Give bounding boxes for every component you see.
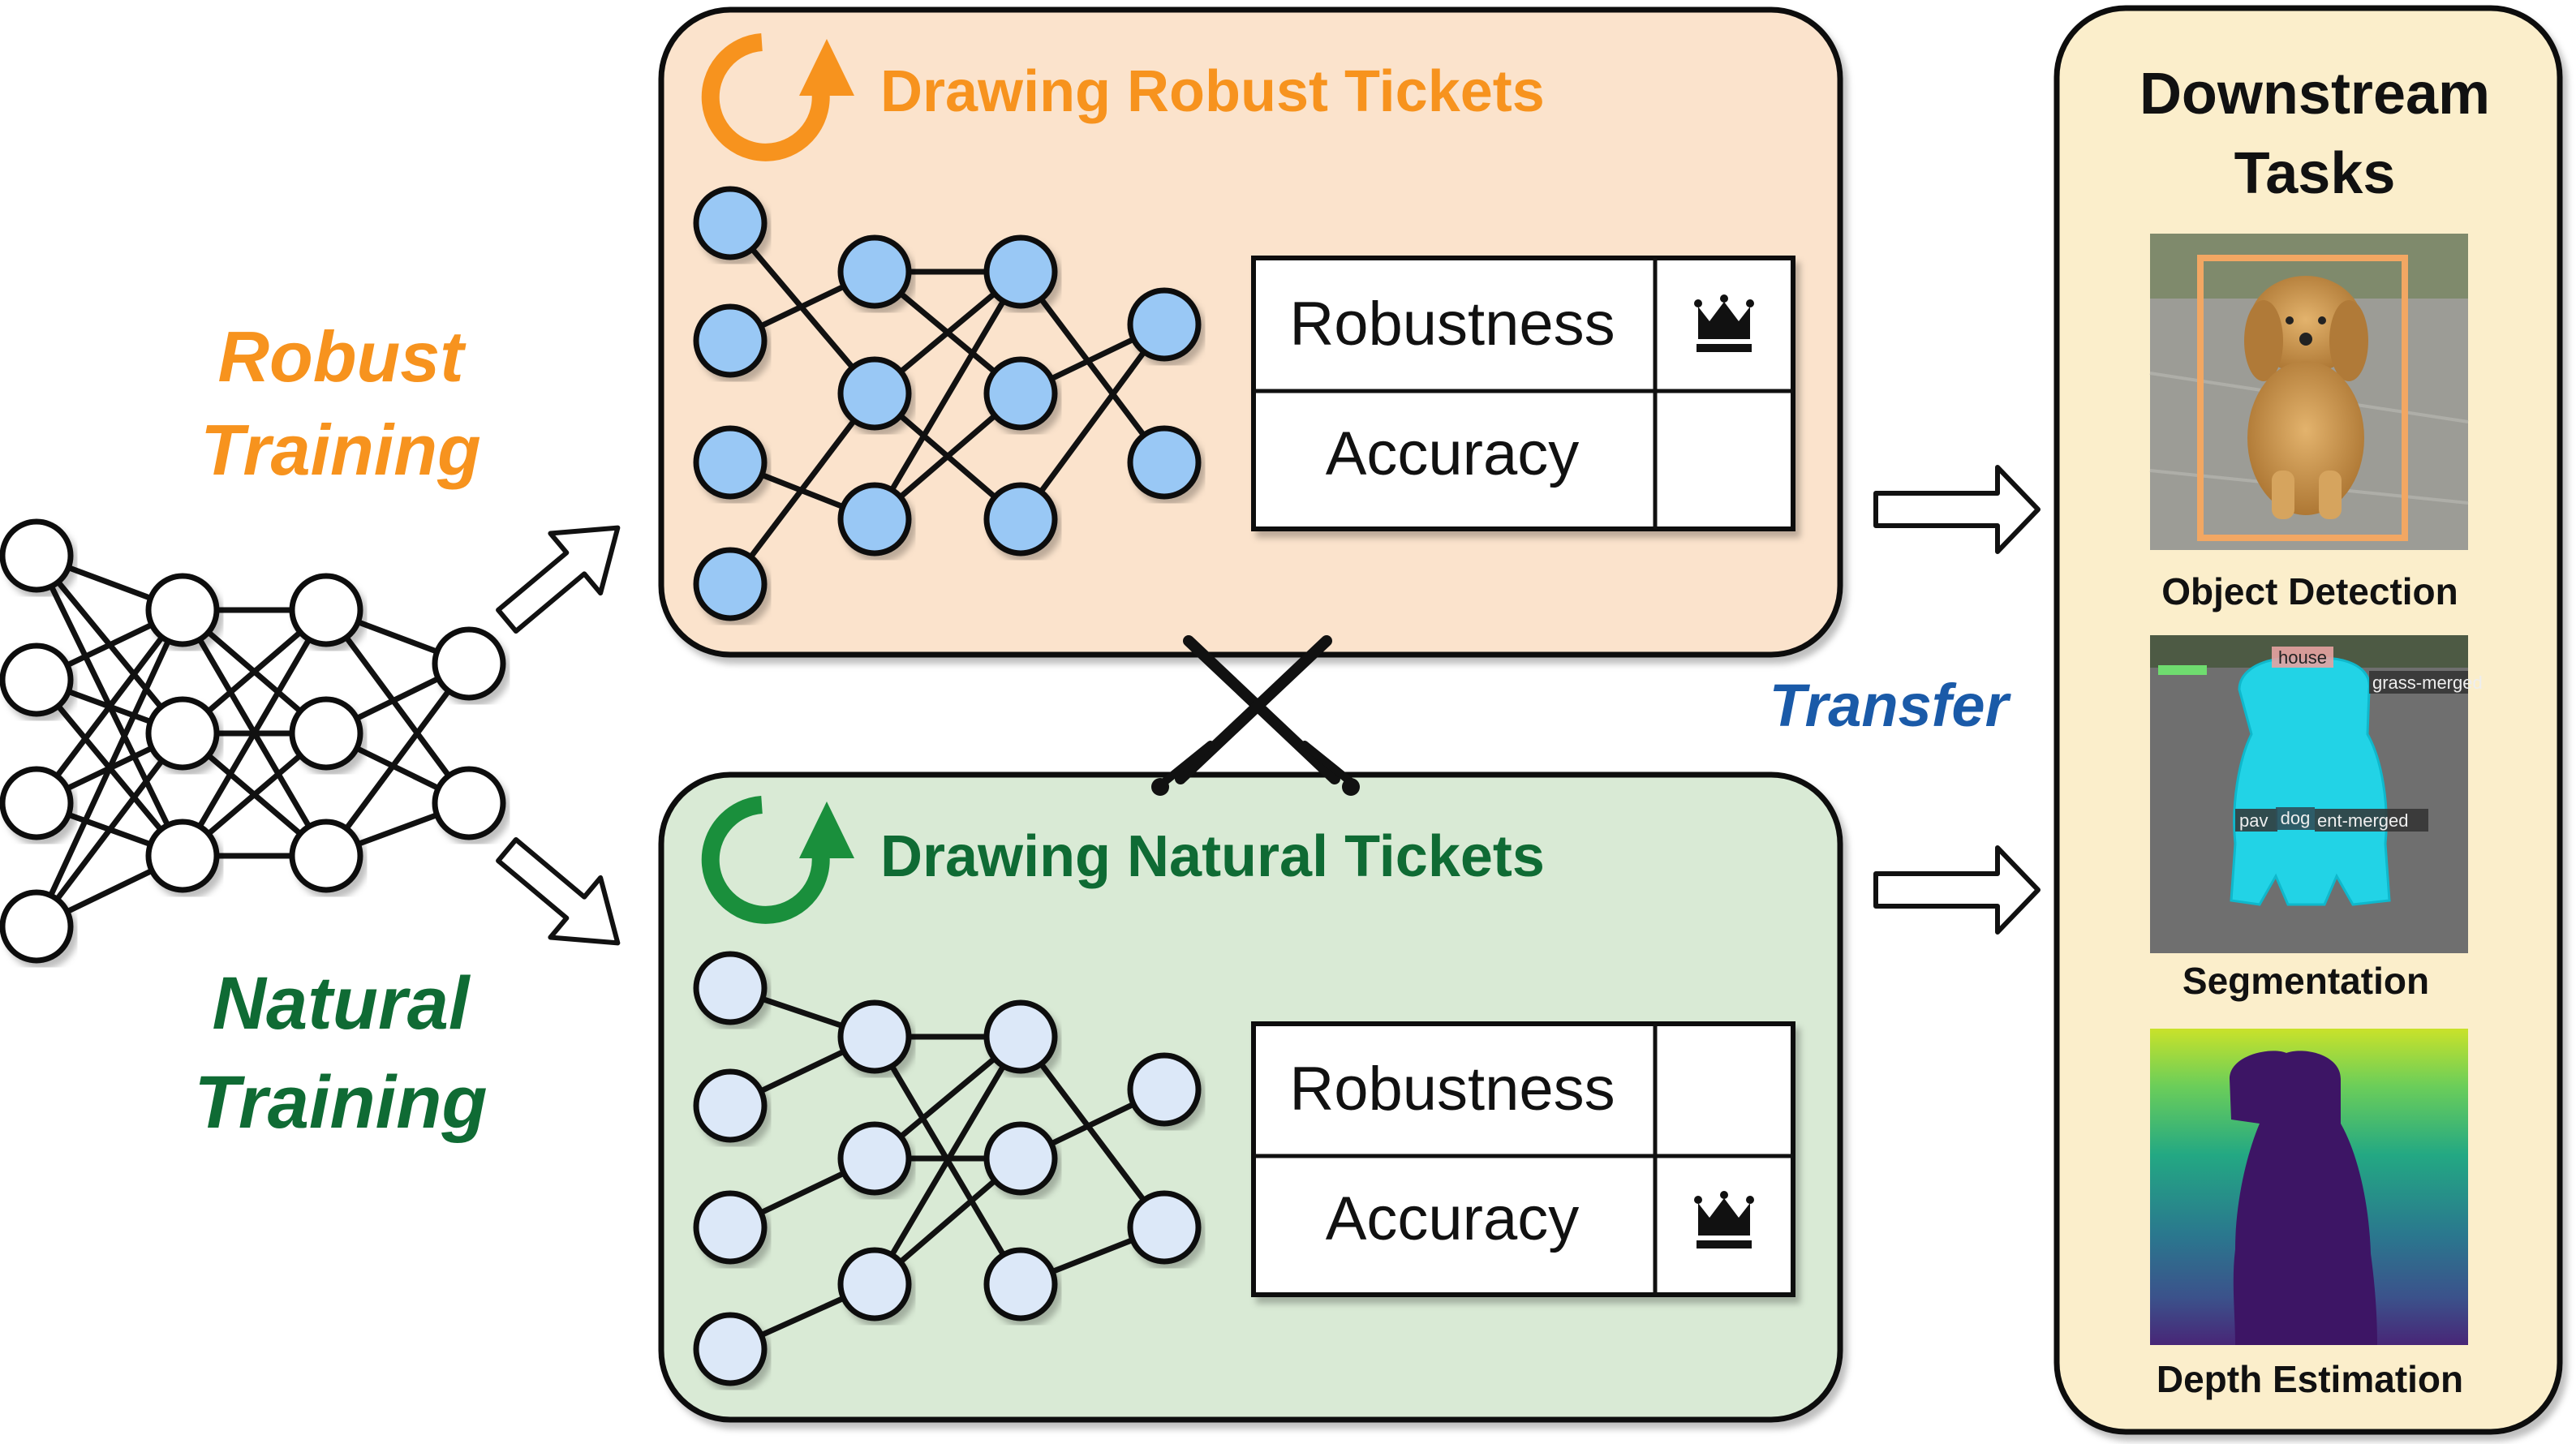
network-node [145,819,220,893]
network-node [432,626,506,701]
depth-estimation-image [2150,1029,2468,1345]
robust-training-label-line2: Training [200,410,481,490]
network-edge [1018,269,1167,465]
network-node [1127,1052,1202,1127]
network-edge [871,270,1024,521]
object-detection-image [2149,234,2469,550]
robust-training-label-line1: Robust [217,316,467,397]
downstream-tasks-panel: Downstream Tasks Object Detection [2053,5,2563,1435]
seg-tag-dog: dog [2281,808,2311,828]
network-node [693,547,768,621]
arrow-to-robust [496,525,621,634]
network-node [289,696,363,771]
circular-arrow-icon [701,796,854,924]
natural-table-row-accuracy: Accuracy [1326,1184,1580,1253]
network-node [1127,287,1202,362]
network-edge [1018,1034,1167,1230]
task-label-segmentation: Segmentation [2183,960,2429,1002]
network-node [983,1247,1058,1322]
seg-tag-ent: ent-merged [2317,810,2409,831]
arrow-to-natural [496,836,621,946]
network-node [837,1247,912,1322]
network-node [145,696,220,771]
network-node [289,819,363,893]
task-label-object-detection: Object Detection [2161,570,2458,612]
network-node [693,1068,768,1143]
natural-training-label-line2: Training [194,1061,487,1144]
network-node [1127,425,1202,500]
network-node [983,482,1058,557]
segmentation-image: house grass-merged pav dog ent-merged [2150,635,2483,953]
crown-icon [1694,294,1754,352]
network-node [693,1312,768,1386]
crown-icon [1694,1191,1754,1248]
seg-tag-pav: pav [2239,810,2268,831]
task-label-depth-estimation: Depth Estimation [2157,1358,2463,1400]
downstream-title-line2: Tasks [2234,141,2396,206]
network-edge [34,731,185,929]
network-node [837,234,912,309]
network-node [145,573,220,647]
network-edge [324,608,471,806]
network-node [1127,1190,1202,1265]
network-edge [324,661,471,858]
seg-tag-house: house [2278,647,2327,668]
network-node [693,951,768,1025]
network-node [0,766,74,840]
network-node [837,482,912,557]
dense-network [0,518,506,964]
transfer-arrow-bottom [1873,845,2041,935]
network-node [289,573,363,647]
network-node [693,186,768,260]
network-node [0,642,74,717]
natural-training-label-line1: Natural [213,962,471,1045]
natural-table-row-robustness: Robustness [1289,1055,1615,1124]
downstream-title-line1: Downstream [2139,62,2490,127]
network-node [693,303,768,378]
circular-arrow-icon [701,33,854,161]
network-edge [1018,322,1167,522]
natural-metric-table: Robustness Accuracy [1251,1021,1795,1297]
network-node [983,1121,1058,1196]
network-node [693,1190,768,1265]
network-edge [34,608,185,806]
network-node [983,356,1058,431]
natural-panel-title: Drawing Natural Tickets [880,824,1545,889]
network-node [837,1121,912,1196]
robust-panel-title: Drawing Robust Tickets [880,59,1545,124]
network-node [0,518,74,593]
transfer-label: Transfer [1770,672,2012,739]
network-node [432,766,506,840]
network-node [837,356,912,431]
robust-metric-table: Robustness Accuracy [1251,256,1795,531]
network-edge [728,391,877,587]
network-node [693,425,768,500]
transfer-arrow-top [1873,465,2041,554]
robust-tickets-panel: Drawing Robust Tickets Robustness Accura… [658,6,1843,658]
network-node [837,999,912,1074]
natural-tickets-panel: Drawing Natural Tickets Robustness Accur… [658,771,1843,1423]
robust-table-row-accuracy: Accuracy [1326,419,1580,488]
robust-sparse-network [693,186,1202,621]
network-edge [179,608,329,857]
crossed-swords-icon [1151,635,1360,796]
seg-tag-grass: grass-merged [2372,673,2483,693]
network-node [983,234,1058,309]
network-node [0,889,74,964]
network-edge [33,608,186,928]
network-edge [871,1035,1024,1286]
natural-sparse-network [693,951,1202,1386]
robust-table-row-robustness: Robustness [1289,290,1615,359]
network-node [983,999,1058,1074]
